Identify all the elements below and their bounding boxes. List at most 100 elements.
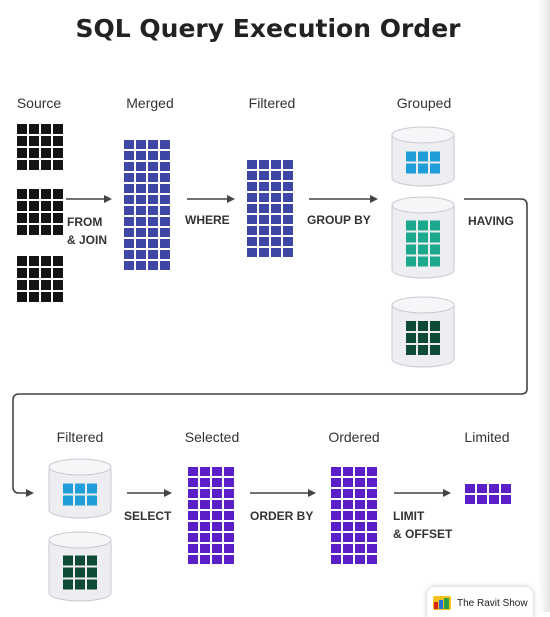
- grid-cell: [124, 162, 134, 171]
- grid-cell: [271, 171, 281, 180]
- grid-cell: [430, 321, 440, 331]
- grid-cell: [87, 495, 97, 506]
- grid-cell: [87, 555, 97, 566]
- operation-order-by: ORDER BY: [250, 509, 314, 523]
- grid-cell: [224, 489, 234, 498]
- grid-cell: [200, 555, 210, 564]
- ravit-show-logo-icon: [433, 596, 451, 610]
- grid-cell: [367, 511, 377, 520]
- grid-cell: [343, 544, 353, 553]
- grid-cell: [331, 489, 341, 498]
- grid-cell: [259, 160, 269, 169]
- grid-cell: [41, 201, 51, 211]
- grid-cell: [41, 268, 51, 278]
- grid-cell: [271, 226, 281, 235]
- grid-cell: [406, 256, 416, 267]
- grid-cell: [17, 189, 27, 199]
- operation-select: SELECT: [124, 509, 172, 523]
- grid-cell: [53, 268, 63, 278]
- grid-cell: [124, 261, 134, 270]
- grid-cell: [501, 495, 511, 504]
- grid-cell: [224, 478, 234, 487]
- grid-cell: [259, 204, 269, 213]
- grid-cell: [188, 522, 198, 531]
- grid-cell: [53, 136, 63, 146]
- grid-cell: [212, 511, 222, 520]
- operation-where: WHERE: [185, 213, 230, 227]
- grid-cell: [271, 215, 281, 224]
- grid-cell: [29, 225, 39, 235]
- grid-cell: [136, 162, 146, 171]
- grid-cell: [75, 567, 85, 578]
- grid-cell: [477, 495, 487, 504]
- grid-cell: [17, 201, 27, 211]
- grid-cell: [406, 151, 416, 162]
- grid-cell: [136, 151, 146, 160]
- grid-cell: [418, 232, 428, 243]
- grid-cell: [271, 248, 281, 257]
- grid-cell: [17, 256, 27, 266]
- grid-cell: [136, 250, 146, 259]
- grid-cell: [271, 237, 281, 246]
- grid-cell: [406, 345, 416, 355]
- grid-cell: [188, 478, 198, 487]
- grid-cell: [343, 489, 353, 498]
- grid-cell: [17, 268, 27, 278]
- grid-cell: [75, 483, 85, 494]
- grid-cell: [418, 220, 428, 231]
- grid-cell: [160, 228, 170, 237]
- grid-cell: [430, 220, 440, 231]
- grid-cell: [355, 489, 365, 498]
- cylinder-top: [391, 196, 455, 214]
- grid-cell: [200, 478, 210, 487]
- grid-cell: [212, 522, 222, 531]
- grid-cell: [259, 182, 269, 191]
- grid-cell: [259, 215, 269, 224]
- grid-cell: [188, 467, 198, 476]
- grid-cell: [75, 495, 85, 506]
- grid-cell: [343, 511, 353, 520]
- cylinder-top: [48, 458, 112, 476]
- grid-cell: [136, 261, 146, 270]
- grid-cell: [200, 511, 210, 520]
- grid-cell: [29, 280, 39, 290]
- grid-cell: [355, 467, 365, 476]
- filtered-table: [247, 160, 293, 257]
- grid-cell: [124, 250, 134, 259]
- grid-cell: [124, 151, 134, 160]
- filtered-group-cylinder-blue: [48, 458, 112, 519]
- grid-cell: [331, 522, 341, 531]
- grid-cell: [136, 228, 146, 237]
- grid-cell: [124, 140, 134, 149]
- grid-cell: [331, 478, 341, 487]
- grid-cell: [148, 228, 158, 237]
- grid-cell: [63, 483, 73, 494]
- grid-cell: [367, 544, 377, 553]
- source-table-3: [17, 256, 63, 302]
- grid-cell: [224, 555, 234, 564]
- grid-cell: [124, 173, 134, 182]
- grid-cell: [224, 522, 234, 531]
- operation-limit-line: LIMIT: [393, 509, 425, 523]
- grid-cell: [124, 184, 134, 193]
- grid-cell: [247, 193, 257, 202]
- grid-cell: [283, 182, 293, 191]
- grid-cell: [224, 533, 234, 542]
- grid-cell: [41, 189, 51, 199]
- grid-cell: [29, 201, 39, 211]
- grid-cell: [53, 124, 63, 134]
- grid-cell: [188, 533, 198, 542]
- grid-cell: [406, 220, 416, 231]
- grid-cell: [29, 136, 39, 146]
- grid-cell: [41, 124, 51, 134]
- grid-cell: [406, 321, 416, 331]
- grid-cell: [343, 533, 353, 542]
- grid-cell: [355, 533, 365, 542]
- grid-cell: [29, 124, 39, 134]
- grid-cell: [41, 148, 51, 158]
- grid-cell: [406, 232, 416, 243]
- cylinder-top: [48, 531, 112, 549]
- grid-cell: [212, 555, 222, 564]
- grid-cell: [259, 193, 269, 202]
- grid-cell: [188, 500, 198, 509]
